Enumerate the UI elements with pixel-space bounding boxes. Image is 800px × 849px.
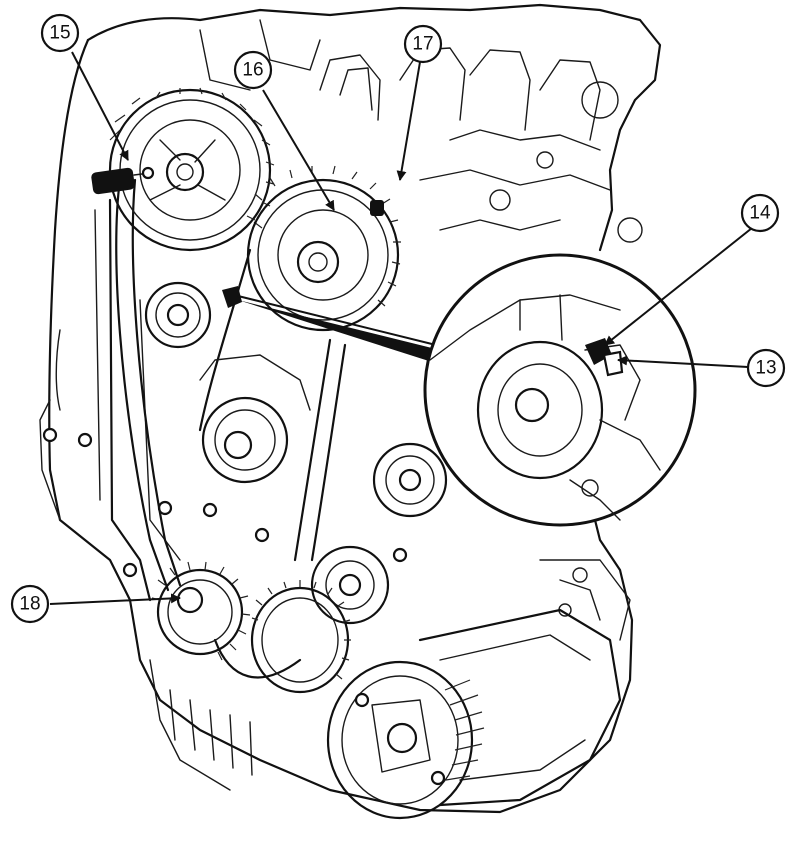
callout-17: 17 <box>403 24 443 64</box>
callout-16: 16 <box>233 50 273 90</box>
callout-18: 18 <box>10 584 50 624</box>
callout-13-label: 13 <box>755 358 776 379</box>
crank-pulley <box>250 580 351 694</box>
water-pump-pulley <box>310 442 448 625</box>
sensor-15 <box>91 166 155 195</box>
callout-14-label: 14 <box>749 203 771 224</box>
callout-15: 15 <box>40 13 80 53</box>
callout-14: 14 <box>740 193 780 233</box>
callout-18-label: 18 <box>19 594 40 615</box>
tensioner-pulley <box>144 281 242 349</box>
leader-lines <box>49 51 753 605</box>
idler-pulley <box>199 354 311 484</box>
callout-13: 13 <box>746 348 786 388</box>
callout-15-label: 15 <box>49 23 70 44</box>
timing-belt <box>115 178 347 679</box>
injection-pump-sprocket <box>246 165 401 332</box>
ac-compressor <box>326 608 622 820</box>
camshaft-sprocket-left <box>108 87 275 252</box>
callout-17-label: 17 <box>412 34 433 55</box>
engine-block <box>39 3 662 814</box>
crankshaft-sprocket <box>151 561 251 661</box>
callout-16-label: 16 <box>242 60 263 81</box>
magnified-inset <box>237 253 697 527</box>
